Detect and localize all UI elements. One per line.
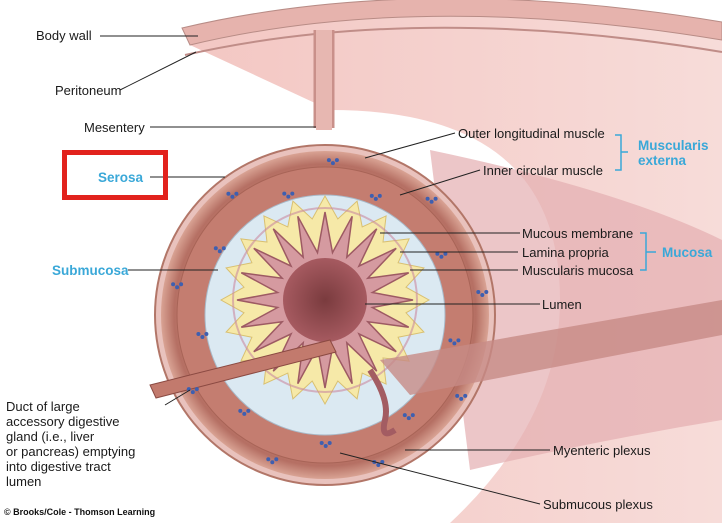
peritoneum-curve [184, 26, 722, 56]
plexus-dot [459, 396, 464, 401]
leader-lines [100, 35, 550, 505]
plexus-dot [242, 411, 247, 416]
plexus-dot [377, 193, 382, 198]
plexus-dot [175, 285, 180, 290]
plexus-dot [196, 332, 201, 336]
plexus-dot [190, 390, 195, 395]
label-outer-longitudinal-muscle: Outer longitudinal muscle [458, 126, 605, 141]
plexus-dot [425, 196, 430, 201]
duct-lower-segment [380, 300, 722, 395]
plexus-dot [484, 290, 489, 294]
plexus-dot [246, 408, 251, 413]
plexus-dot [266, 457, 271, 462]
nerve-plexus-dots [171, 158, 489, 467]
label-inner-circular-muscle: Inner circular muscle [483, 163, 603, 178]
plexus-dot [369, 193, 374, 198]
plexus-dot [448, 338, 453, 343]
mesentery-fill [316, 30, 332, 130]
plexus-dot [463, 393, 468, 398]
plexus-dot [226, 191, 231, 196]
plexus-dot [455, 393, 460, 398]
plexus-dot [200, 335, 205, 339]
plexus-dot [217, 249, 222, 254]
tract-extension [430, 150, 722, 470]
brackets [615, 134, 656, 271]
plexus-dot [234, 191, 239, 196]
plexus-dot [290, 191, 295, 196]
plexus-dot [376, 463, 381, 467]
serosa-highlight-box [62, 150, 168, 200]
plexus-dot [452, 341, 457, 346]
plexus-dot [380, 460, 385, 464]
label-mesentery: Mesentery [84, 120, 145, 135]
plexus-dot [204, 332, 209, 336]
label-mucosa: Mucosa [662, 245, 713, 260]
lumen [283, 258, 367, 342]
plexus-dot [373, 196, 378, 201]
label-serosa: Serosa [98, 170, 144, 185]
plexus-dot [323, 444, 328, 448]
label-myenteric-plexus: Myenteric plexus [553, 443, 651, 458]
plexus-dot [433, 196, 438, 201]
plexus-dot [286, 194, 291, 199]
plexus-dot [179, 282, 184, 287]
plexus-dot [230, 194, 235, 199]
label-muscularis-mucosa: Muscularis mucosa [522, 263, 634, 278]
plexus-dot [406, 416, 411, 421]
plexus-dot [435, 251, 440, 256]
plexus-dot [330, 161, 335, 166]
label-duct: Duct of large accessory digestive gland … [6, 399, 136, 489]
plexus-dot [476, 290, 481, 294]
plexus-dot [480, 293, 485, 297]
plexus-dot [429, 199, 434, 204]
plexus-dot [410, 413, 415, 418]
plexus-dot [274, 457, 279, 462]
plexus-dot [443, 251, 448, 256]
label-lumen: Lumen [542, 297, 582, 312]
plexus-dot [327, 441, 332, 445]
muscularis-mucosa-ring [232, 207, 418, 393]
plexus-dot [238, 408, 243, 413]
mesentery-stalk [313, 30, 335, 128]
plexus-dot [194, 387, 199, 392]
plexus-dot [334, 158, 339, 163]
label-mucous-membrane: Mucous membrane [522, 226, 634, 241]
accessory-gland-duct [149, 339, 337, 399]
plexus-dot [282, 191, 287, 196]
plexus-dot [402, 413, 407, 418]
plexus-dot [270, 460, 275, 465]
plexus-dot [439, 254, 444, 259]
copyright-credit: © Brooks/Cole - Thomson Learning [4, 507, 156, 517]
label-lamina-propria: Lamina propria [522, 245, 609, 260]
label-submucous-plexus: Submucous plexus [543, 497, 653, 512]
label-body-wall: Body wall [36, 28, 92, 43]
label-submucosa: Submucosa [52, 263, 129, 278]
plexus-dot [326, 158, 331, 163]
label-muscularis-externa: Muscularis externa [638, 138, 709, 168]
plexus-dot [319, 441, 324, 445]
plexus-dot [213, 246, 218, 251]
label-peritoneum: Peritoneum [55, 83, 122, 98]
plexus-dot [171, 282, 176, 287]
plexus-dot [456, 338, 461, 343]
body-wall-band [181, 0, 722, 46]
duct-branch [367, 368, 397, 437]
plexus-dot [221, 246, 226, 251]
